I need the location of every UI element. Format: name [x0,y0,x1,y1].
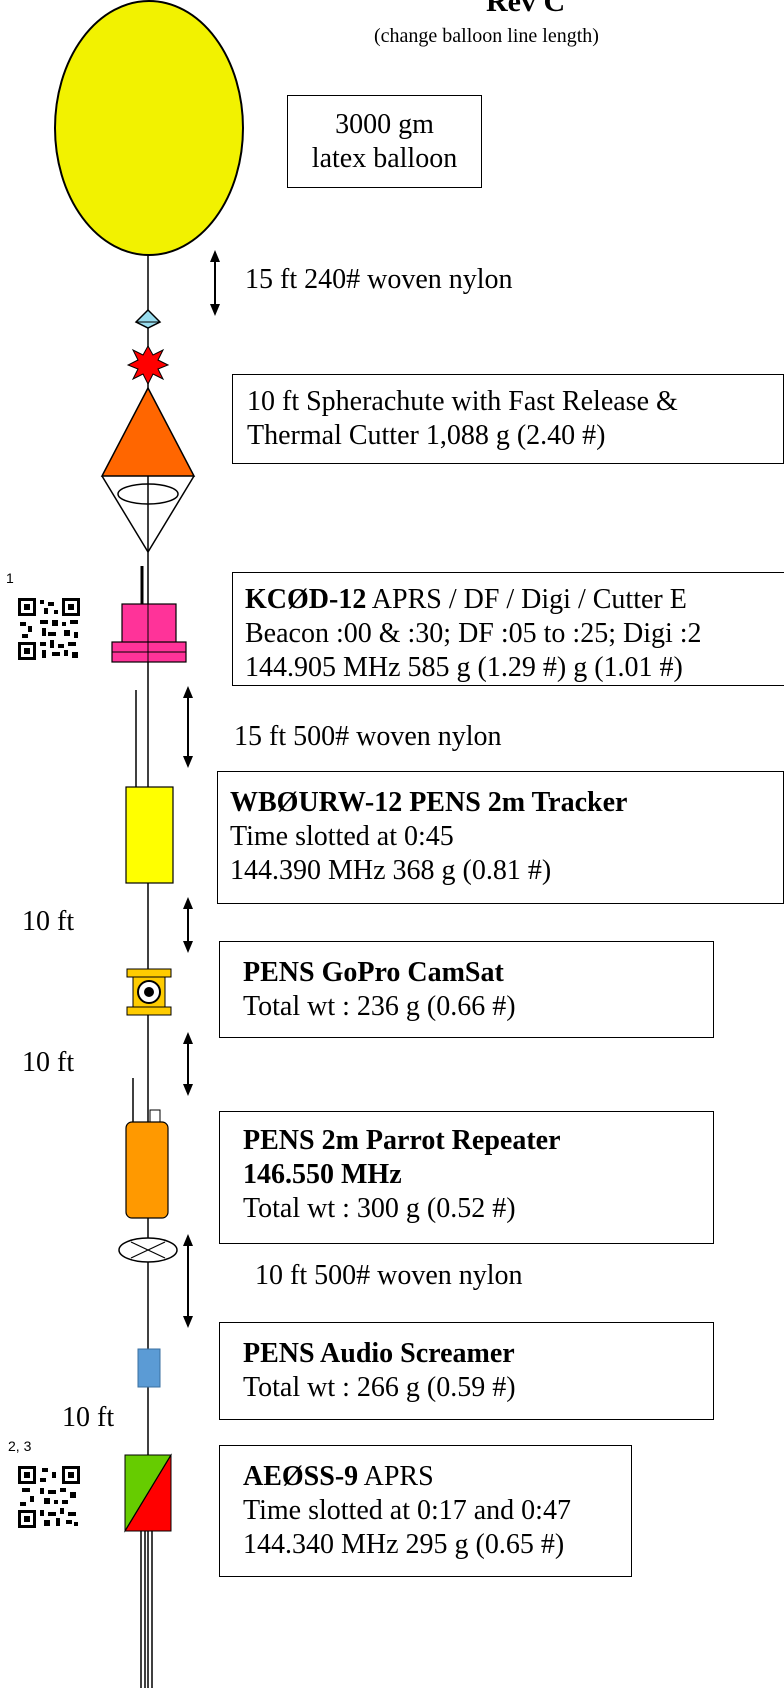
line1-label: 15 ft 240# woven nylon [245,264,513,295]
tracker-title: WBØURW-12 PENS 2m Tracker [230,786,783,820]
qr-note-1: 1 [6,570,14,586]
screamer-title: PENS Audio Screamer [243,1337,713,1371]
cutter-burst-shape [126,344,170,386]
kc0d-line3: 144.905 MHz 585 g (1.29 #) g (1.01 #) [245,652,683,683]
parrot-freq-text: 146.550 MHz [243,1159,402,1190]
parrot-title-text: PENS 2m Parrot Repeater [243,1125,561,1156]
ae0ss-line1: AEØSS-9 APRS [243,1460,631,1494]
parrot-title: PENS 2m Parrot Repeater [243,1124,713,1158]
length-arrow-3 [183,897,193,953]
camsat-line2: Total wt : 236 g (0.66 #) [243,991,516,1022]
screamer-title-text: PENS Audio Screamer [243,1338,515,1369]
tracker-title-text: WBØURW-12 PENS 2m Tracker [230,787,628,818]
camsat-title-text: PENS GoPro CamSat [243,957,504,988]
kc0d-callsign: KCØD-12 [245,584,367,615]
qr-note-2: 2, 3 [8,1438,32,1454]
tracker-line3: 144.390 MHz 368 g (0.81 #) [230,855,552,886]
qr-code-1 [18,598,80,660]
parrot-freq: 146.550 MHz [243,1158,713,1192]
camsat-title: PENS GoPro CamSat [243,956,713,990]
length-arrow-5 [183,1234,193,1328]
balloon-line1: 3000 gm [335,109,434,140]
tracker-shape [125,786,174,884]
balloon-line2: latex balloon [311,143,458,174]
line3-label: 10 ft 500# woven nylon [255,1260,523,1291]
swivel-shape [134,308,162,329]
chute-box: 10 ft Spherachute with Fast Release & Th… [232,374,784,464]
ae0ss-box: AEØSS-9 APRS Time slotted at 0:17 and 0:… [219,1445,632,1577]
kc0d-line1: KCØD-12 APRS / DF / Digi / Cutter E [245,583,784,617]
tracker-line2: Time slotted at 0:45 [230,821,454,852]
ae0ss-payload-shape [124,1453,172,1688]
gap3-label: 10 ft [62,1402,115,1433]
parrot-shape [125,1121,169,1219]
length-arrow-1 [210,250,220,316]
ae0ss-line2: Time slotted at 0:17 and 0:47 [243,1495,571,1526]
length-arrow-2 [183,686,193,768]
ae0ss-desc: APRS [358,1461,434,1492]
gap1-label: 10 ft [22,906,75,937]
screamer-line2: Total wt : 266 g (0.59 #) [243,1372,516,1403]
gap2-label: 10 ft [22,1047,75,1078]
tracker-box: WBØURW-12 PENS 2m Tracker Time slotted a… [217,771,784,904]
parrot-line3: Total wt : 300 g (0.52 #) [243,1193,516,1224]
revision-title: Rev C [486,0,566,18]
ring-swivel-shape [118,1237,178,1263]
balloon-shape [54,0,244,256]
chute-line2: Thermal Cutter 1,088 g (2.40 #) [247,420,606,451]
ae0ss-line3: 144.340 MHz 295 g (0.65 #) [243,1529,565,1560]
camsat-box: PENS GoPro CamSat Total wt : 236 g (0.66… [219,941,714,1038]
revision-subtitle: (change balloon line length) [374,25,599,47]
camsat-shape [126,968,172,1016]
kc0d-desc: APRS / DF / Digi / Cutter E [366,584,687,615]
screamer-shape [137,1348,161,1388]
parrot-box: PENS 2m Parrot Repeater 146.550 MHz Tota… [219,1111,714,1244]
kc0d-payload-shape [111,566,187,663]
parachute-shape [100,386,196,553]
kc0d-line2: Beacon :00 & :30; DF :05 to :25; Digi :2 [245,618,702,649]
kc0d-box: KCØD-12 APRS / DF / Digi / Cutter E Beac… [232,572,784,686]
chute-line1: 10 ft Spherachute with Fast Release & [247,386,678,417]
line2-label: 15 ft 500# woven nylon [234,721,502,752]
screamer-box: PENS Audio Screamer Total wt : 266 g (0.… [219,1322,714,1420]
balloon-box: 3000 gm latex balloon [287,95,482,188]
length-arrow-4 [183,1032,193,1096]
ae0ss-callsign: AEØSS-9 [243,1461,359,1492]
qr-code-2 [18,1466,80,1528]
